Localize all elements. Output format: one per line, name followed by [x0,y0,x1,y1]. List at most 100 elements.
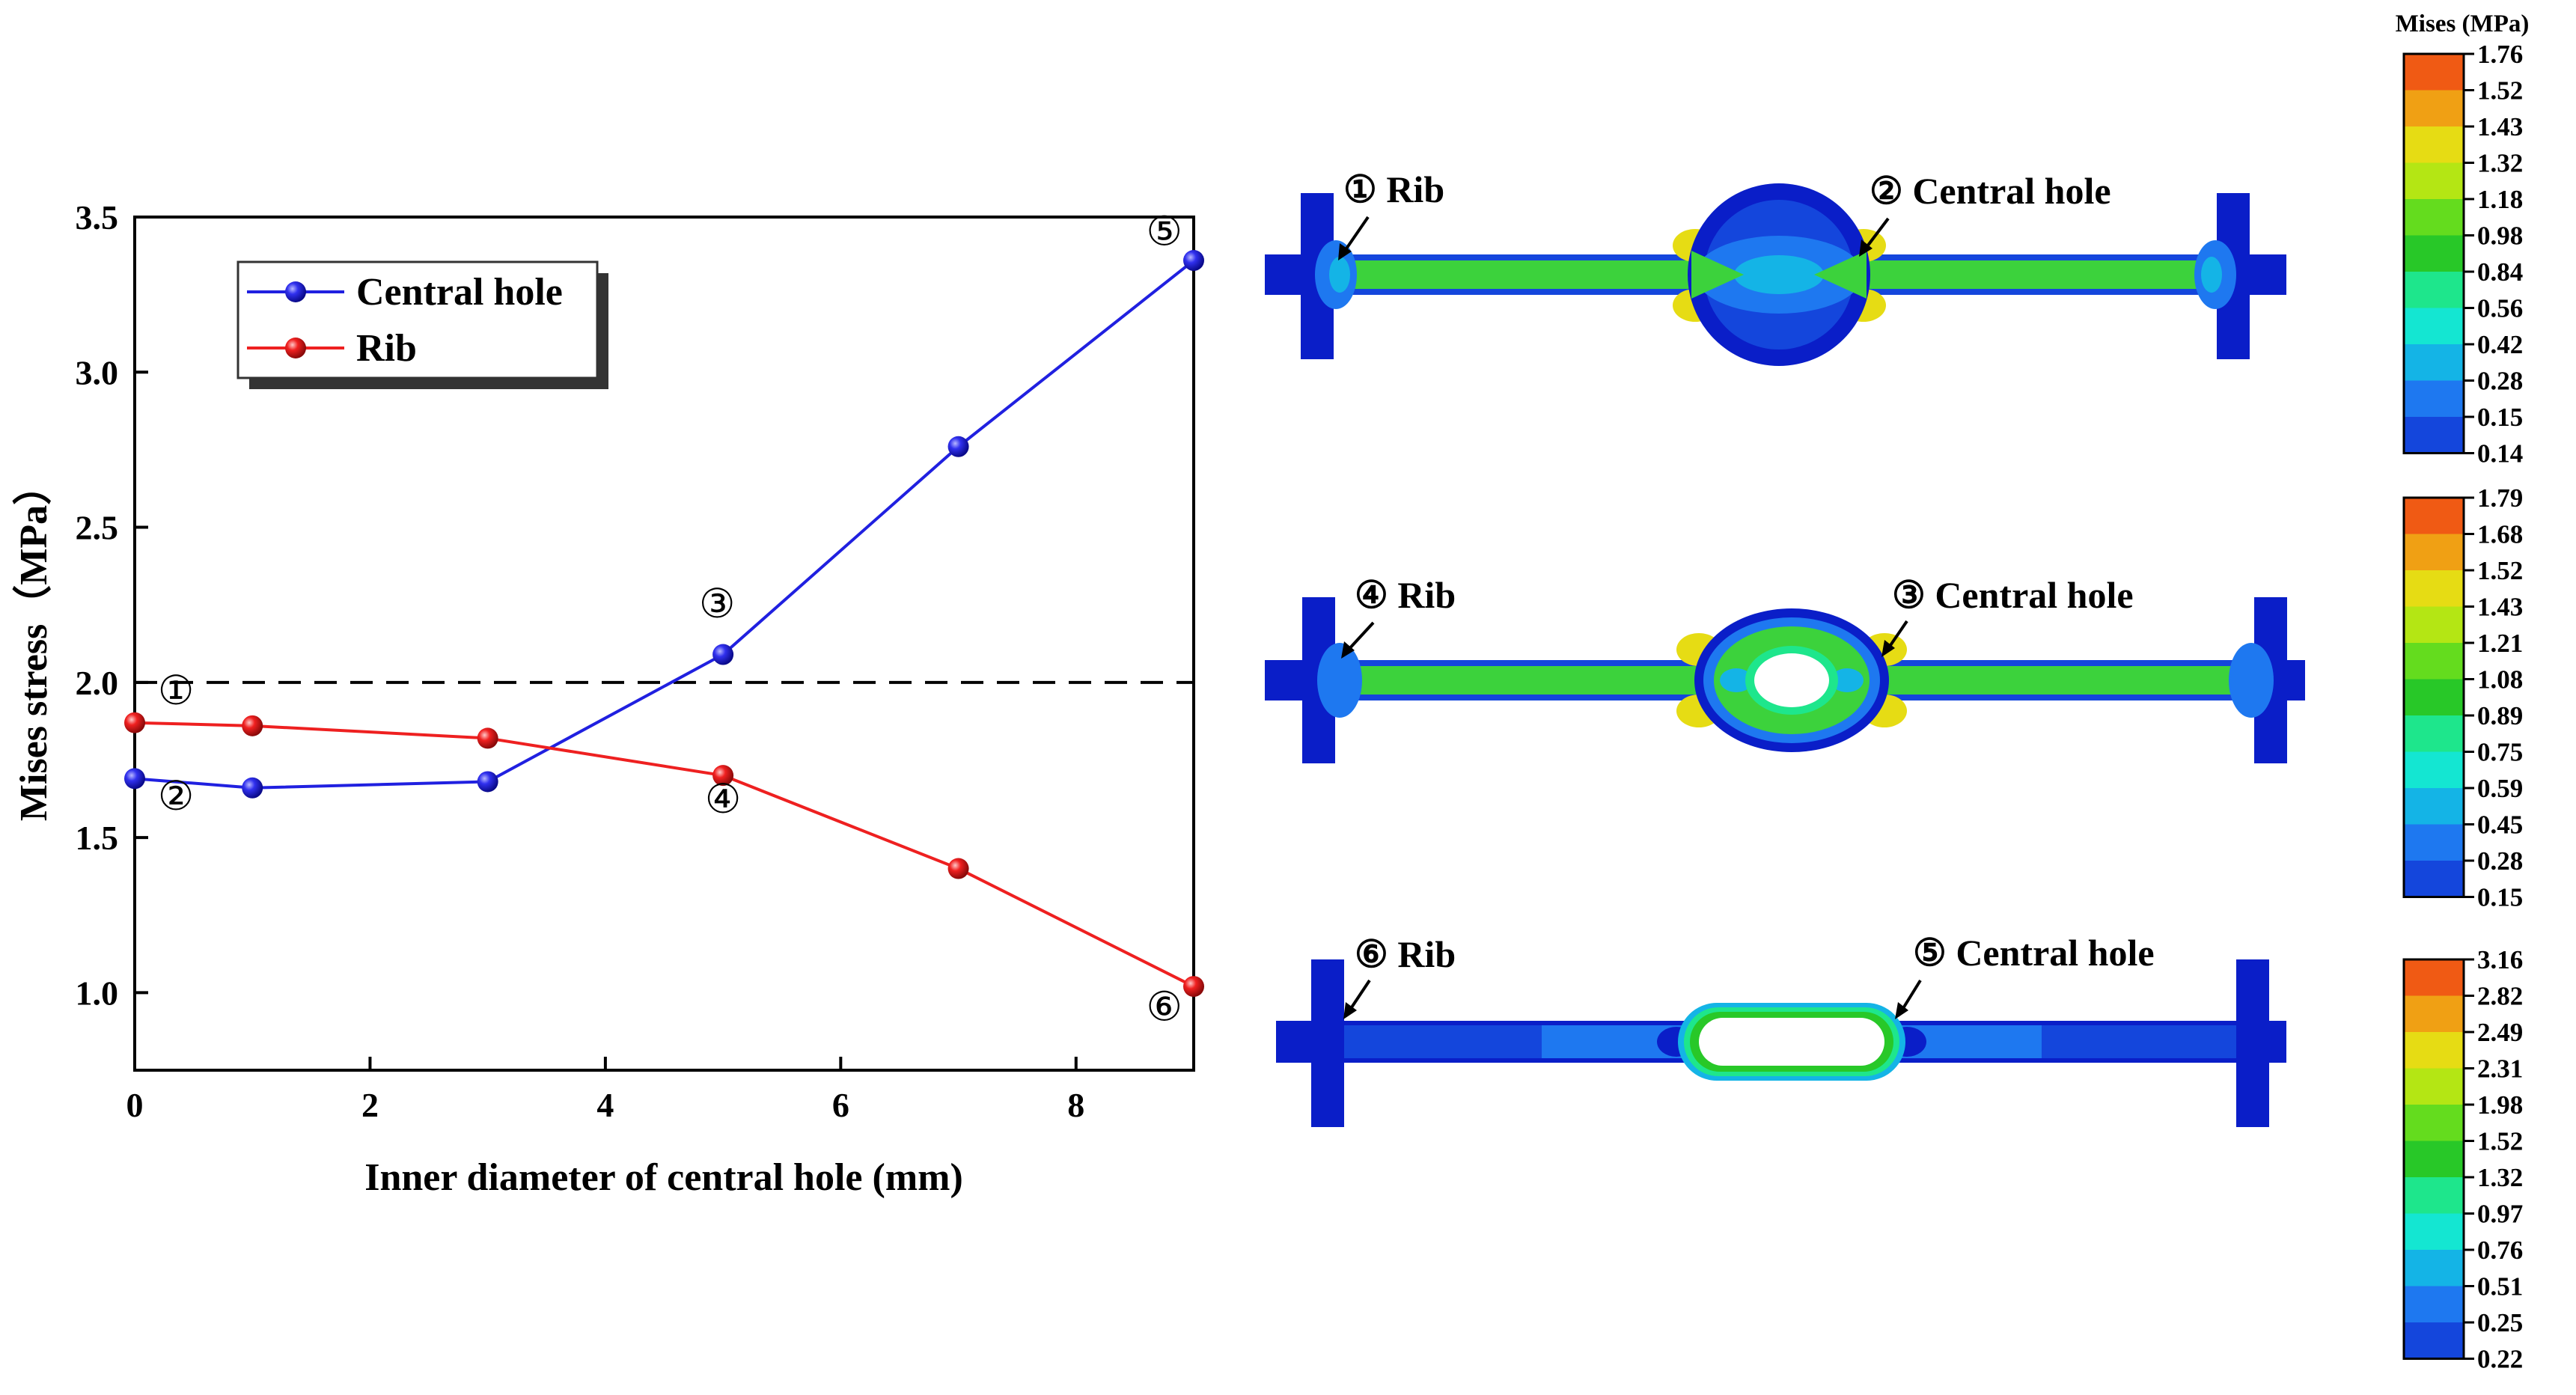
panel-2-left-label: ④ Rib [1355,574,1456,616]
point-central-hole [947,436,969,457]
legend-label-central-hole: Central hole [356,271,563,314]
colorbar-label: 0.75 [2477,738,2523,767]
contour-panel-3: ⑥ Rib ⑤ Central hole [1276,932,2286,1127]
colorbar-frame [2402,958,2465,1360]
colorbar-1: 1.761.521.431.321.180.980.840.560.420.28… [2402,40,2523,468]
colorbar-label: 1.32 [2477,1163,2523,1192]
colorbar-band [2404,1213,2464,1250]
colorbar-band [2404,1177,2464,1214]
colorbar-band [2404,417,2464,454]
point-rib [124,712,145,733]
colorbar-band [2404,1286,2464,1322]
point-annotation: ⑥ [1146,985,1182,1030]
colorbar-label: 1.98 [2477,1090,2523,1120]
colorbar-band [2404,995,2464,1032]
colorbar-label: 1.68 [2477,520,2523,549]
colorbar-label: 1.21 [2477,629,2523,658]
colorbar-band [2404,498,2464,534]
x-tick-label: 4 [596,1086,614,1124]
point-rib [712,765,734,787]
colorbar-band [2404,308,2464,344]
colorbar-label: 0.42 [2477,330,2523,359]
colorbar-band [2404,534,2464,570]
colorbar-band [2404,54,2464,91]
legend: Central hole Rib [236,260,608,389]
colorbar-band [2404,715,2464,752]
panel-3-left-label: ⑥ Rib [1355,933,1456,975]
x-axis-label: Inner diameter of central hole (mm) [364,1156,963,1199]
colorbar-label: 0.98 [2477,222,2523,251]
x-tick-label: 8 [1067,1086,1084,1124]
point-annotation: ① [158,668,194,713]
colorbar-label: 0.45 [2477,811,2523,840]
colorbar-band [2404,272,2464,308]
y-tick-label: 1.5 [76,819,119,857]
colorbar-label: 3.16 [2477,945,2523,974]
colorbar-title: Mises (MPa) [2396,10,2530,37]
legend-label-rib: Rib [356,327,417,370]
colorbar-label: 0.25 [2477,1308,2523,1337]
colorbar-band [2404,1105,2464,1141]
colorbar-band [2404,606,2464,643]
colorbar-band [2404,199,2464,236]
y-axis-ticks: 1.0 1.5 2.0 2.5 3.0 3.5 [76,198,148,1012]
point-central-hole [712,644,734,665]
colorbar-band [2404,824,2464,861]
colorbar-band [2404,788,2464,825]
colorbar-frame [2402,496,2465,898]
plot-frame [133,216,1195,1072]
colorbar-label: 0.28 [2477,846,2523,876]
colorbar-band [2404,861,2464,897]
panel-2-left-arrow [1346,621,1375,653]
point-annotation: ③ [699,581,735,626]
colorbar-label: 0.56 [2477,294,2523,323]
y-tick-label: 1.0 [76,974,119,1012]
x-tick-label: 0 [126,1086,144,1124]
colorbar-band [2404,751,2464,788]
point-annotation: ④ [705,777,741,822]
colorbar-label: 1.32 [2477,149,2523,178]
series-line-central-hole [134,259,1195,790]
colorbar-label: 1.18 [2477,185,2523,214]
point-annotation: ② [158,774,194,819]
colorbar-band [2404,162,2464,199]
legend-marker-rib [285,338,306,358]
colorbar-label: 2.49 [2477,1018,2523,1047]
panel-3-right-arrow [1899,979,1922,1013]
colorbar-label: 0.84 [2477,257,2523,287]
legend-item-central-hole: Central hole [247,271,563,314]
panel-1-right-label: ② Central hole [1870,170,2111,212]
colorbars: 1.761.521.431.321.180.980.840.560.420.28… [2402,40,2523,1374]
colorbar-label: 1.52 [2477,556,2523,585]
colorbar-band [2404,1322,2464,1359]
colorbar-label: 1.08 [2477,665,2523,695]
y-tick-label: 2.0 [76,664,119,702]
colorbar-label: 0.15 [2477,883,2523,912]
colorbar-label: 0.51 [2477,1272,2523,1301]
x-tick-label: 2 [361,1086,379,1124]
colorbar-band [2404,1068,2464,1105]
colorbar-label: 0.89 [2477,701,2523,730]
colorbar-label: 0.22 [2477,1345,2523,1374]
colorbar-label: 0.28 [2477,367,2523,396]
y-tick-label: 3.5 [76,198,119,236]
point-annotations: ① ② ③ ④ ⑤ ⑥ [158,209,1182,1029]
point-rib [947,858,969,879]
colorbar-label: 0.76 [2477,1236,2523,1265]
point-central-hole [477,771,498,793]
series-line-rib [134,721,1194,988]
point-central-hole [1183,250,1204,272]
colorbar-label: 1.52 [2477,76,2523,106]
x-tick-label: 6 [832,1086,849,1124]
y-tick-label: 2.5 [76,509,119,547]
colorbar-band [2404,235,2464,272]
point-annotation: ⑤ [1146,209,1182,254]
y-axis-label: Mises stress（MPa） [12,466,55,821]
colorbar-band [2404,380,2464,417]
panel-1-left-label: ① Rib [1343,168,1444,210]
point-rib [1183,976,1204,998]
point-rib [242,715,263,736]
y-tick-label: 3.0 [76,353,119,391]
colorbar-3: 3.162.822.492.311.981.521.320.970.760.51… [2402,945,2523,1374]
